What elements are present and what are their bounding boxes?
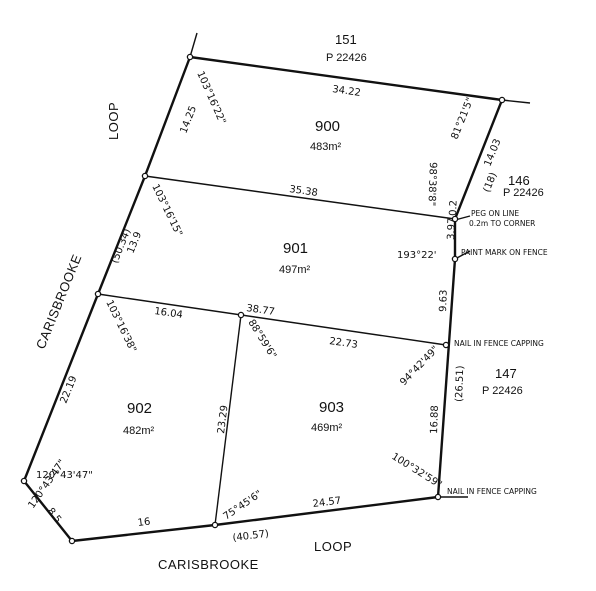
note-nail-north: NAIL IN FENCE CAPPING (454, 339, 544, 348)
lot-900-number: 900 (315, 118, 340, 135)
road-name-west-1: CARISBROOKE (33, 252, 85, 351)
boundary-extension-ne (501, 99, 531, 104)
corner-point (237, 311, 245, 319)
angle-south-903: 75°45'6" (222, 489, 265, 523)
angle-nw-902: 103°16'38" (103, 298, 138, 354)
distance-901-south-west-part: 16.04 (154, 306, 184, 321)
distance-901-south: 38.77 (246, 303, 276, 318)
distance-east-total-south: (26.51) (454, 365, 466, 402)
road-name-south-2: LOOP (314, 539, 352, 554)
corner-point (20, 477, 28, 485)
lot-line-902-903 (214, 314, 242, 526)
corner-point (94, 290, 102, 298)
neighbour-147-plan: P 22426 (482, 385, 523, 397)
nail-point (434, 493, 442, 501)
distance-902-903: 23.29 (216, 405, 230, 435)
distance-east-peg-paint: 3.97 (446, 217, 458, 240)
neighbour-146-plan: P 22426 (503, 187, 544, 199)
corner-point (498, 96, 506, 104)
angle-nw-900: 103°16'22" (194, 70, 227, 126)
distance-east-903: 16.88 (429, 405, 441, 434)
angle-north-903: 88°59'6" (245, 318, 278, 361)
boundary-extension-nw (189, 32, 198, 58)
lot-901-area: 497m² (279, 264, 311, 276)
angle-ne-903: 94°42'49" (398, 344, 441, 388)
distance-east-total-north: (18) (482, 171, 500, 194)
neighbour-151-number: 151 (335, 32, 357, 47)
note-nail-south: NAIL IN FENCE CAPPING (447, 487, 537, 496)
note-peg-line-1: PEG ON LINE (471, 209, 519, 218)
neighbour-147-number: 147 (495, 366, 517, 381)
corner-point (141, 172, 149, 180)
distance-south-total: (40.57) (232, 529, 270, 544)
road-name-west-2: LOOP (106, 102, 121, 140)
distance-south-902: 16 (137, 517, 151, 529)
distance-west-902: 22.19 (59, 374, 80, 405)
distance-west-900: 14.25 (179, 104, 200, 135)
neighbour-151-plan: P 22426 (326, 52, 367, 64)
note-peg-line-2: 0.2m TO CORNER (469, 219, 535, 228)
paint-mark-point (451, 255, 459, 263)
distance-900-901: 35.38 (289, 184, 319, 199)
angle-east-901: 193°22' (397, 250, 437, 261)
lot-900-area: 483m² (310, 141, 342, 153)
note-paint-mark: PAINT MARK ON FENCE (461, 248, 548, 257)
angle-se-900: 98°38'8" (425, 162, 438, 207)
lot-line-900-901 (144, 175, 456, 220)
distance-north: 34.22 (332, 84, 362, 99)
lot-901-number: 901 (283, 240, 308, 257)
angle-south-west-corner: 120°43'47" (26, 458, 68, 511)
distance-south-903: 24.57 (312, 496, 342, 510)
road-name-south-1: CARISBROOKE (158, 557, 259, 572)
lot-line-901-902-903 (97, 293, 447, 346)
neighbour-146-number: 146 (508, 173, 530, 188)
angle-west-corner: 120°43'47" (36, 470, 93, 481)
peg-point (451, 215, 459, 223)
lot-902-number: 902 (127, 400, 152, 417)
distance-peg-offset: 0.2 (448, 200, 460, 216)
lot-902-area: 482m² (123, 425, 155, 437)
corner-point (68, 537, 76, 545)
corner-point (186, 53, 194, 61)
corner-point (211, 521, 219, 529)
lot-903-area: 469m² (311, 422, 343, 434)
distance-901-south-east-part: 22.73 (329, 336, 359, 351)
angle-se-903: 100°32'59" (389, 451, 443, 490)
nail-point (442, 341, 450, 349)
angle-nw-901: 103°16'15" (149, 182, 184, 238)
distance-east-901: 9.63 (438, 289, 450, 312)
angle-ne-900: 81°21'5" (450, 96, 477, 141)
lot-903-number: 903 (319, 399, 344, 416)
parcel-outer-boundary (22, 55, 504, 543)
